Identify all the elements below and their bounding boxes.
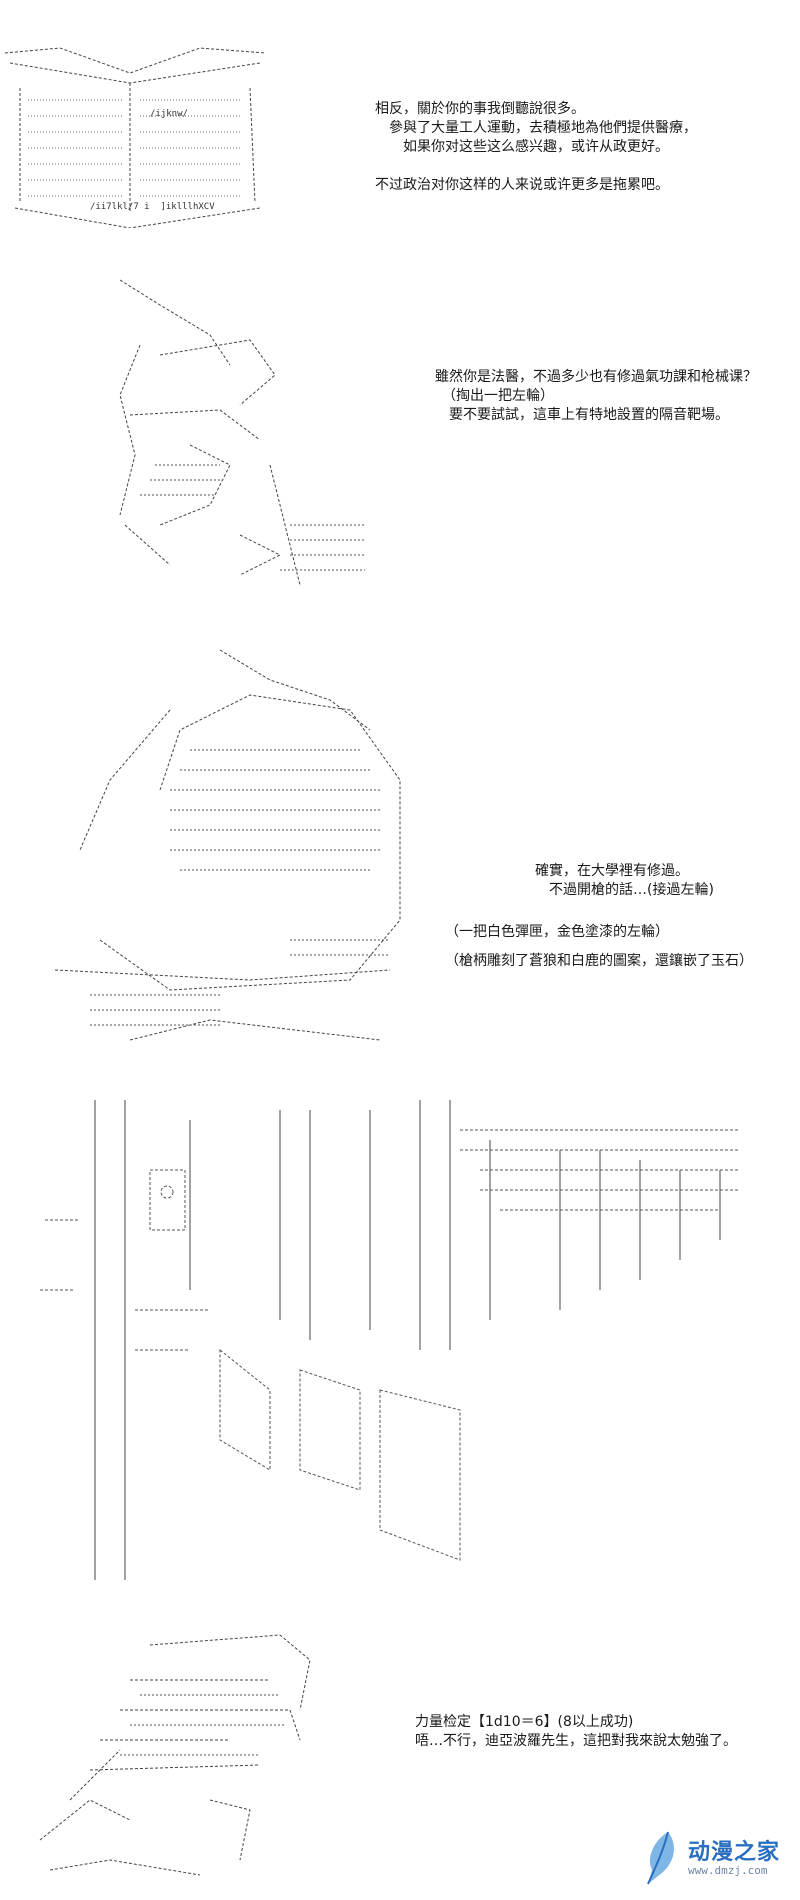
dialogue-line: 不过政治对你这样的人来说或许更多是拖累吧。 bbox=[375, 177, 669, 193]
arm-revolver-ascii-art bbox=[30, 1600, 330, 1880]
dialogue-line: 雖然你是法醫，不過多少也有修過氣功課和枪械课？ bbox=[435, 369, 757, 385]
dialogue-line: 要不要試試，這車上有特地設置的隔音靶場。 bbox=[435, 407, 729, 423]
panel-1: /ijknw/ /ii7lkl/7 i ]iklllhXCV 相反，關於你的事我… bbox=[0, 0, 800, 250]
description-line: （槍柄雕刻了蒼狼和白鹿的圖案，還鑲嵌了玉石） bbox=[445, 953, 753, 969]
panel-4 bbox=[0, 1090, 800, 1590]
dialogue-5: 力量检定【1d10＝6】(8以上成功) 唔…不行，迪亞波羅先生，這把對我來說太勉… bbox=[415, 1713, 737, 1751]
dialogue-line: （掏出一把左輪） bbox=[435, 388, 554, 404]
book-ascii-text-2: /ii7lkl/7 i ]iklllhXCV bbox=[90, 202, 215, 212]
panel-3: 確實，在大學裡有修過。 不過開槍的話…(接過左輪) （一把白色彈匣，金色塗漆的左… bbox=[0, 640, 800, 1060]
dialogue-1: 相反，關於你的事我倒聽說很多。 參與了大量工人運動，去積極地為他們提供醫療， 如… bbox=[375, 100, 697, 195]
dialogue-line: 不過開槍的話…(接過左輪) bbox=[535, 882, 714, 898]
site-watermark: 动漫之家 www.dmzj.com bbox=[636, 1828, 786, 1888]
dialogue-line: 如果你对这些这么感兴趣，或许从政更好。 bbox=[375, 139, 669, 155]
book-ascii-art bbox=[0, 28, 275, 228]
dialogue-line: 參與了大量工人運動，去積極地為他們提供醫療， bbox=[375, 120, 697, 136]
book-ascii-text-1: /ijknw/ bbox=[150, 109, 188, 119]
watermark-title: 动漫之家 bbox=[688, 1840, 781, 1865]
character-hair-ascii-art bbox=[50, 640, 430, 1060]
dialogue-3: 確實，在大學裡有修過。 不過開槍的話…(接過左輪) bbox=[535, 862, 714, 900]
dialogue-line: 相反，關於你的事我倒聽說很多。 bbox=[375, 101, 585, 117]
character-ascii-art bbox=[100, 265, 370, 595]
dialogue-line: 確實，在大學裡有修過。 bbox=[535, 863, 689, 879]
watermark-url: www.dmzj.com bbox=[688, 1864, 768, 1877]
dialogue-line bbox=[375, 157, 697, 176]
dialogue-line: 唔…不行，迪亞波羅先生，這把對我來說太勉強了。 bbox=[415, 1733, 737, 1749]
description-line: （一把白色彈匣，金色塗漆的左輪） bbox=[445, 924, 669, 940]
panel-5: 力量检定【1d10＝6】(8以上成功) 唔…不行，迪亞波羅先生，這把對我來說太勉… bbox=[0, 1600, 800, 1900]
dialogue-line: 力量检定【1d10＝6】(8以上成功) bbox=[415, 1714, 634, 1730]
shooting-range-ascii-art bbox=[40, 1090, 760, 1590]
description-notes: （一把白色彈匣，金色塗漆的左輪） （槍柄雕刻了蒼狼和白鹿的圖案，還鑲嵌了玉石） bbox=[445, 923, 753, 971]
feather-logo-icon bbox=[647, 1831, 674, 1885]
panel-2: 雖然你是法醫，不過多少也有修過氣功課和枪械课？ （掏出一把左輪） 要不要試試，這… bbox=[0, 250, 800, 600]
dialogue-2: 雖然你是法醫，不過多少也有修過氣功課和枪械课？ （掏出一把左輪） 要不要試試，這… bbox=[435, 368, 757, 425]
